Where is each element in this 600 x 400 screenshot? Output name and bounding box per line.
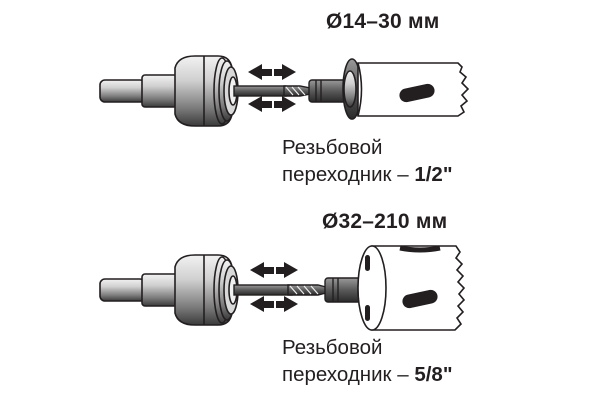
direction-arrows-icon — [248, 64, 296, 112]
adapter-label-line2: переходник – 1/2" — [282, 161, 453, 188]
size-range-label-1: Ø14–30 мм — [326, 10, 440, 33]
size-range-label-2: Ø32–210 мм — [322, 210, 448, 233]
adapter-thread-size: 5/8" — [414, 363, 453, 386]
adapter-label-2: Резьбовой переходник – 5/8" — [282, 334, 453, 388]
pilot-drill-icon — [233, 277, 373, 303]
holesaw-small-icon — [342, 58, 470, 120]
adapter-thread-size: 1/2" — [414, 163, 453, 186]
adapter-label-line2: переходник – 5/8" — [282, 361, 453, 388]
assembly-2 — [99, 245, 466, 331]
adapter-label-line1: Резьбовой — [282, 336, 383, 359]
adapter-label-1: Резьбовой переходник – 1/2" — [282, 134, 453, 188]
pilot-drill-icon — [233, 79, 348, 103]
adapter-label-line1: Резьбовой — [282, 136, 383, 159]
holesaw-large-icon — [357, 245, 466, 331]
direction-arrows-icon — [250, 262, 298, 312]
adapter-label-prefix: переходник – — [282, 163, 415, 186]
arbor-icon — [99, 55, 239, 127]
assembly-1 — [99, 55, 470, 127]
arbor-icon — [99, 254, 239, 326]
adapter-label-prefix: переходник – — [282, 363, 415, 386]
